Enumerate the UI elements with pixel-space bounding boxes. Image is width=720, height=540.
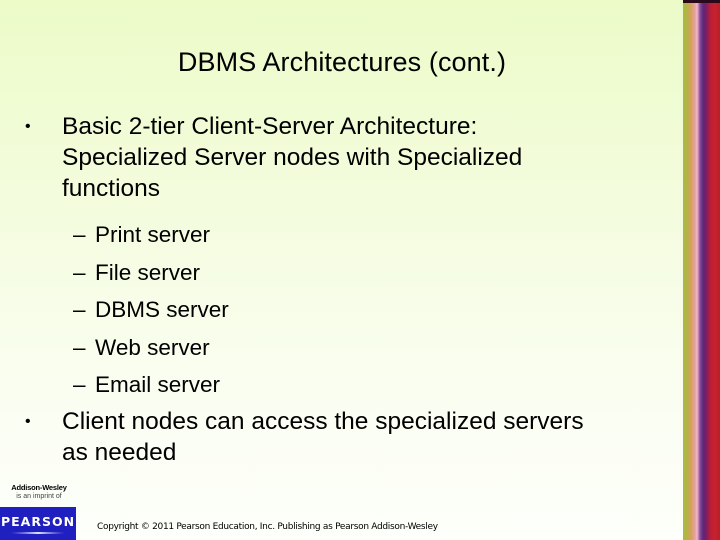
dash-icon: –	[73, 259, 86, 285]
pearson-logo-text: PEARSON	[0, 514, 76, 529]
copyright-notice: Copyright © 2011 Pearson Education, Inc.…	[97, 522, 438, 532]
dash-icon: –	[73, 334, 86, 360]
sub-bullet-item: –Web server	[73, 329, 229, 367]
sub-bullet-item: –Email server	[73, 366, 229, 404]
decorative-stripe-edge	[683, 0, 720, 3]
dash-icon: –	[73, 222, 86, 247]
pearson-logo: PEARSON	[0, 507, 76, 540]
sub-bullet-item: –Print server	[73, 216, 229, 254]
server-type-list: –Print server –File server –DBMS server …	[73, 216, 229, 404]
sub-bullet-item: –DBMS server	[73, 291, 229, 329]
dash-icon: –	[73, 372, 86, 398]
bullet-text: Client nodes can access the specialized …	[62, 408, 584, 466]
sub-bullet-text: Print server	[95, 222, 211, 247]
bullet-item: • Basic 2-tier Client-Server Architectur…	[25, 111, 645, 204]
publisher-label: Addison-Wesley is an imprint of	[5, 483, 73, 501]
decorative-color-stripe	[683, 0, 720, 540]
bullet-text: Basic 2-tier Client-Server Architecture:…	[62, 113, 523, 202]
swoosh-icon	[10, 532, 66, 534]
sub-bullet-item: –File server	[73, 254, 229, 292]
bullet-icon: •	[25, 413, 31, 430]
sub-bullet-text: DBMS server	[95, 297, 229, 323]
dash-icon: –	[73, 297, 86, 323]
imprint-note: is an imprint of	[16, 493, 62, 500]
sub-bullet-text: File server	[95, 259, 201, 285]
bullet-icon: •	[25, 118, 31, 135]
bullet-item: • Client nodes can access the specialize…	[25, 406, 675, 468]
sub-bullet-text: Email server	[95, 372, 221, 398]
publisher-name: Addison-Wesley	[11, 483, 67, 492]
slide-title: DBMS Architectures (cont.)	[177, 47, 507, 77]
sub-bullet-text: Web server	[95, 334, 210, 360]
